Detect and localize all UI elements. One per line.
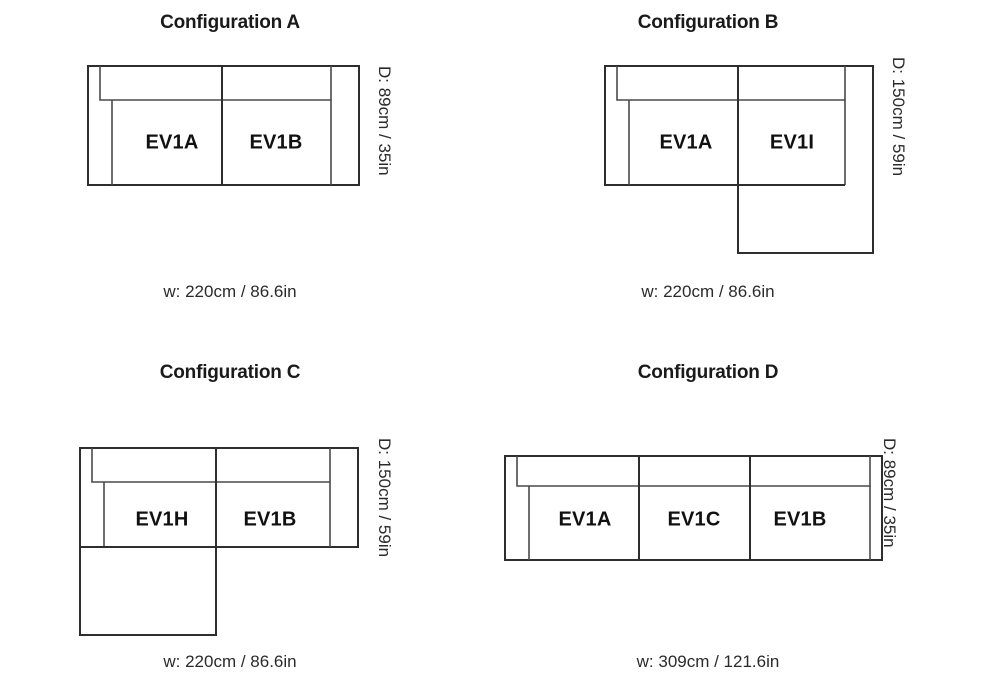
- sofa-outline-c: [79, 447, 359, 636]
- sofa-diagram-d: EV1A EV1C EV1B: [500, 350, 920, 595]
- module-label-ev1i: EV1I: [769, 131, 815, 154]
- width-dimension-label-a: w: 220cm / 86.6in: [163, 282, 297, 301]
- backrest-inner-line: [616, 66, 846, 101]
- sofa-body-outline: [504, 455, 883, 561]
- sofa-outline-d: [504, 455, 883, 561]
- module-label-ev1a: EV1A: [558, 508, 612, 531]
- backrest-inner-line: [99, 66, 332, 101]
- width-dimension-label-c: w: 220cm / 86.6in: [163, 652, 297, 671]
- backrest-inner-line: [91, 448, 331, 483]
- sofa-outline-a: [87, 65, 360, 186]
- width-dimension-label-d: w: 309cm / 121.6in: [636, 652, 780, 671]
- module-label-ev1a: EV1A: [659, 131, 713, 154]
- module-label-ev1h: EV1H: [135, 508, 189, 531]
- configuration-panel-a: Configuration A EV1A EV1B D: 89cm / 35in…: [0, 0, 500, 350]
- sofa-body-outline: [87, 65, 360, 186]
- module-label-ev1b: EV1B: [773, 508, 827, 531]
- configuration-panel-d: Configuration D EV1A EV1C EV1B D: 89cm /…: [500, 350, 1000, 700]
- module-label-ev1b: EV1B: [249, 131, 303, 154]
- depth-dimension-label-b: D: 150cm / 59in: [889, 57, 908, 177]
- page-title-configuration-b: Configuration B: [637, 12, 779, 33]
- sofa-body-outline: [79, 447, 359, 636]
- module-label-ev1b: EV1B: [243, 508, 297, 531]
- sofa-diagram-c: EV1H EV1B: [0, 350, 420, 645]
- sofa-diagram-a: EV1A EV1B: [0, 0, 400, 225]
- depth-dimension-label-a: D: 89cm / 35in: [375, 66, 394, 176]
- page-title-configuration-a: Configuration A: [160, 12, 300, 33]
- page-title-configuration-d: Configuration D: [637, 362, 779, 383]
- sofa-outline-b: [604, 65, 874, 254]
- depth-dimension-label-c: D: 150cm / 59in: [375, 438, 394, 558]
- sofa-diagram-b: EV1A EV1I: [500, 0, 920, 285]
- backrest-inner-line: [516, 456, 871, 487]
- configuration-panel-b: Configuration B EV1A EV1I D: 150cm / 59i…: [500, 0, 1000, 350]
- configuration-panel-c: Configuration C EV1H EV1B D: 150cm / 59i…: [0, 350, 500, 700]
- width-dimension-label-b: w: 220cm / 86.6in: [641, 282, 775, 301]
- page-title-configuration-c: Configuration C: [159, 362, 301, 383]
- depth-dimension-label-d: D: 89cm / 35in: [880, 438, 899, 548]
- module-label-ev1a: EV1A: [145, 131, 199, 154]
- module-label-ev1c: EV1C: [667, 508, 721, 531]
